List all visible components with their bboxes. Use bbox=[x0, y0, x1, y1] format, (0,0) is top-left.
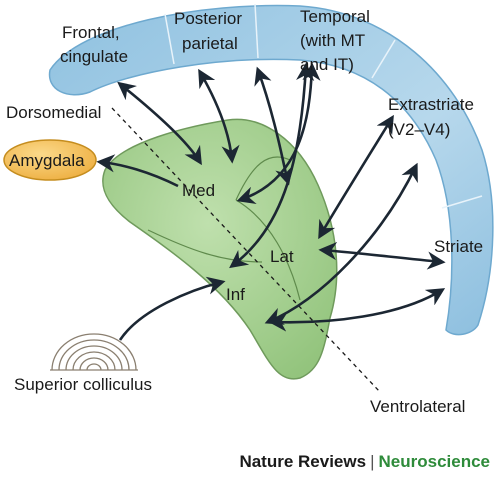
arrow-striate-lat bbox=[318, 241, 446, 270]
cortex-band bbox=[48, 4, 494, 336]
label-parietal: Posterior parietal bbox=[174, 9, 247, 53]
label-amygdala: Amygdala bbox=[9, 151, 85, 170]
label-striate: Striate bbox=[434, 237, 483, 256]
label-dorsomedial: Dorsomedial bbox=[6, 103, 101, 122]
label-med: Med bbox=[182, 181, 215, 200]
credit-separator: | bbox=[370, 452, 375, 471]
arrow-frontal-med bbox=[117, 81, 202, 166]
cortex-dividers bbox=[164, 3, 483, 209]
pulvinar bbox=[102, 118, 338, 380]
credit-journal: Nature Reviews bbox=[239, 452, 367, 471]
label-temporal: Temporal (with MT and IT) bbox=[300, 7, 375, 74]
arrow-sc-inf bbox=[118, 276, 226, 341]
label-lat: Lat bbox=[270, 247, 294, 266]
label-frontal: Frontal, cingulate bbox=[60, 23, 128, 66]
arrow-extrastriate-lat bbox=[318, 114, 394, 240]
label-inf: Inf bbox=[226, 285, 245, 304]
arrow-striate-inf bbox=[268, 288, 446, 332]
superior-colliculus-icon bbox=[51, 333, 137, 371]
label-extrastriate: Extrastriate (V2–V4) bbox=[388, 95, 479, 139]
credit-field: Neuroscience bbox=[378, 452, 491, 471]
amygdala-oval bbox=[3, 139, 97, 181]
journal-credit: Nature Reviews|Neuroscience bbox=[150, 452, 490, 472]
label-superior-colliculus: Superior colliculus bbox=[14, 375, 152, 394]
arrow-med-amygdala bbox=[96, 154, 179, 188]
label-ventrolateral: Ventrolateral bbox=[370, 397, 465, 416]
connection-arrows bbox=[96, 62, 446, 341]
